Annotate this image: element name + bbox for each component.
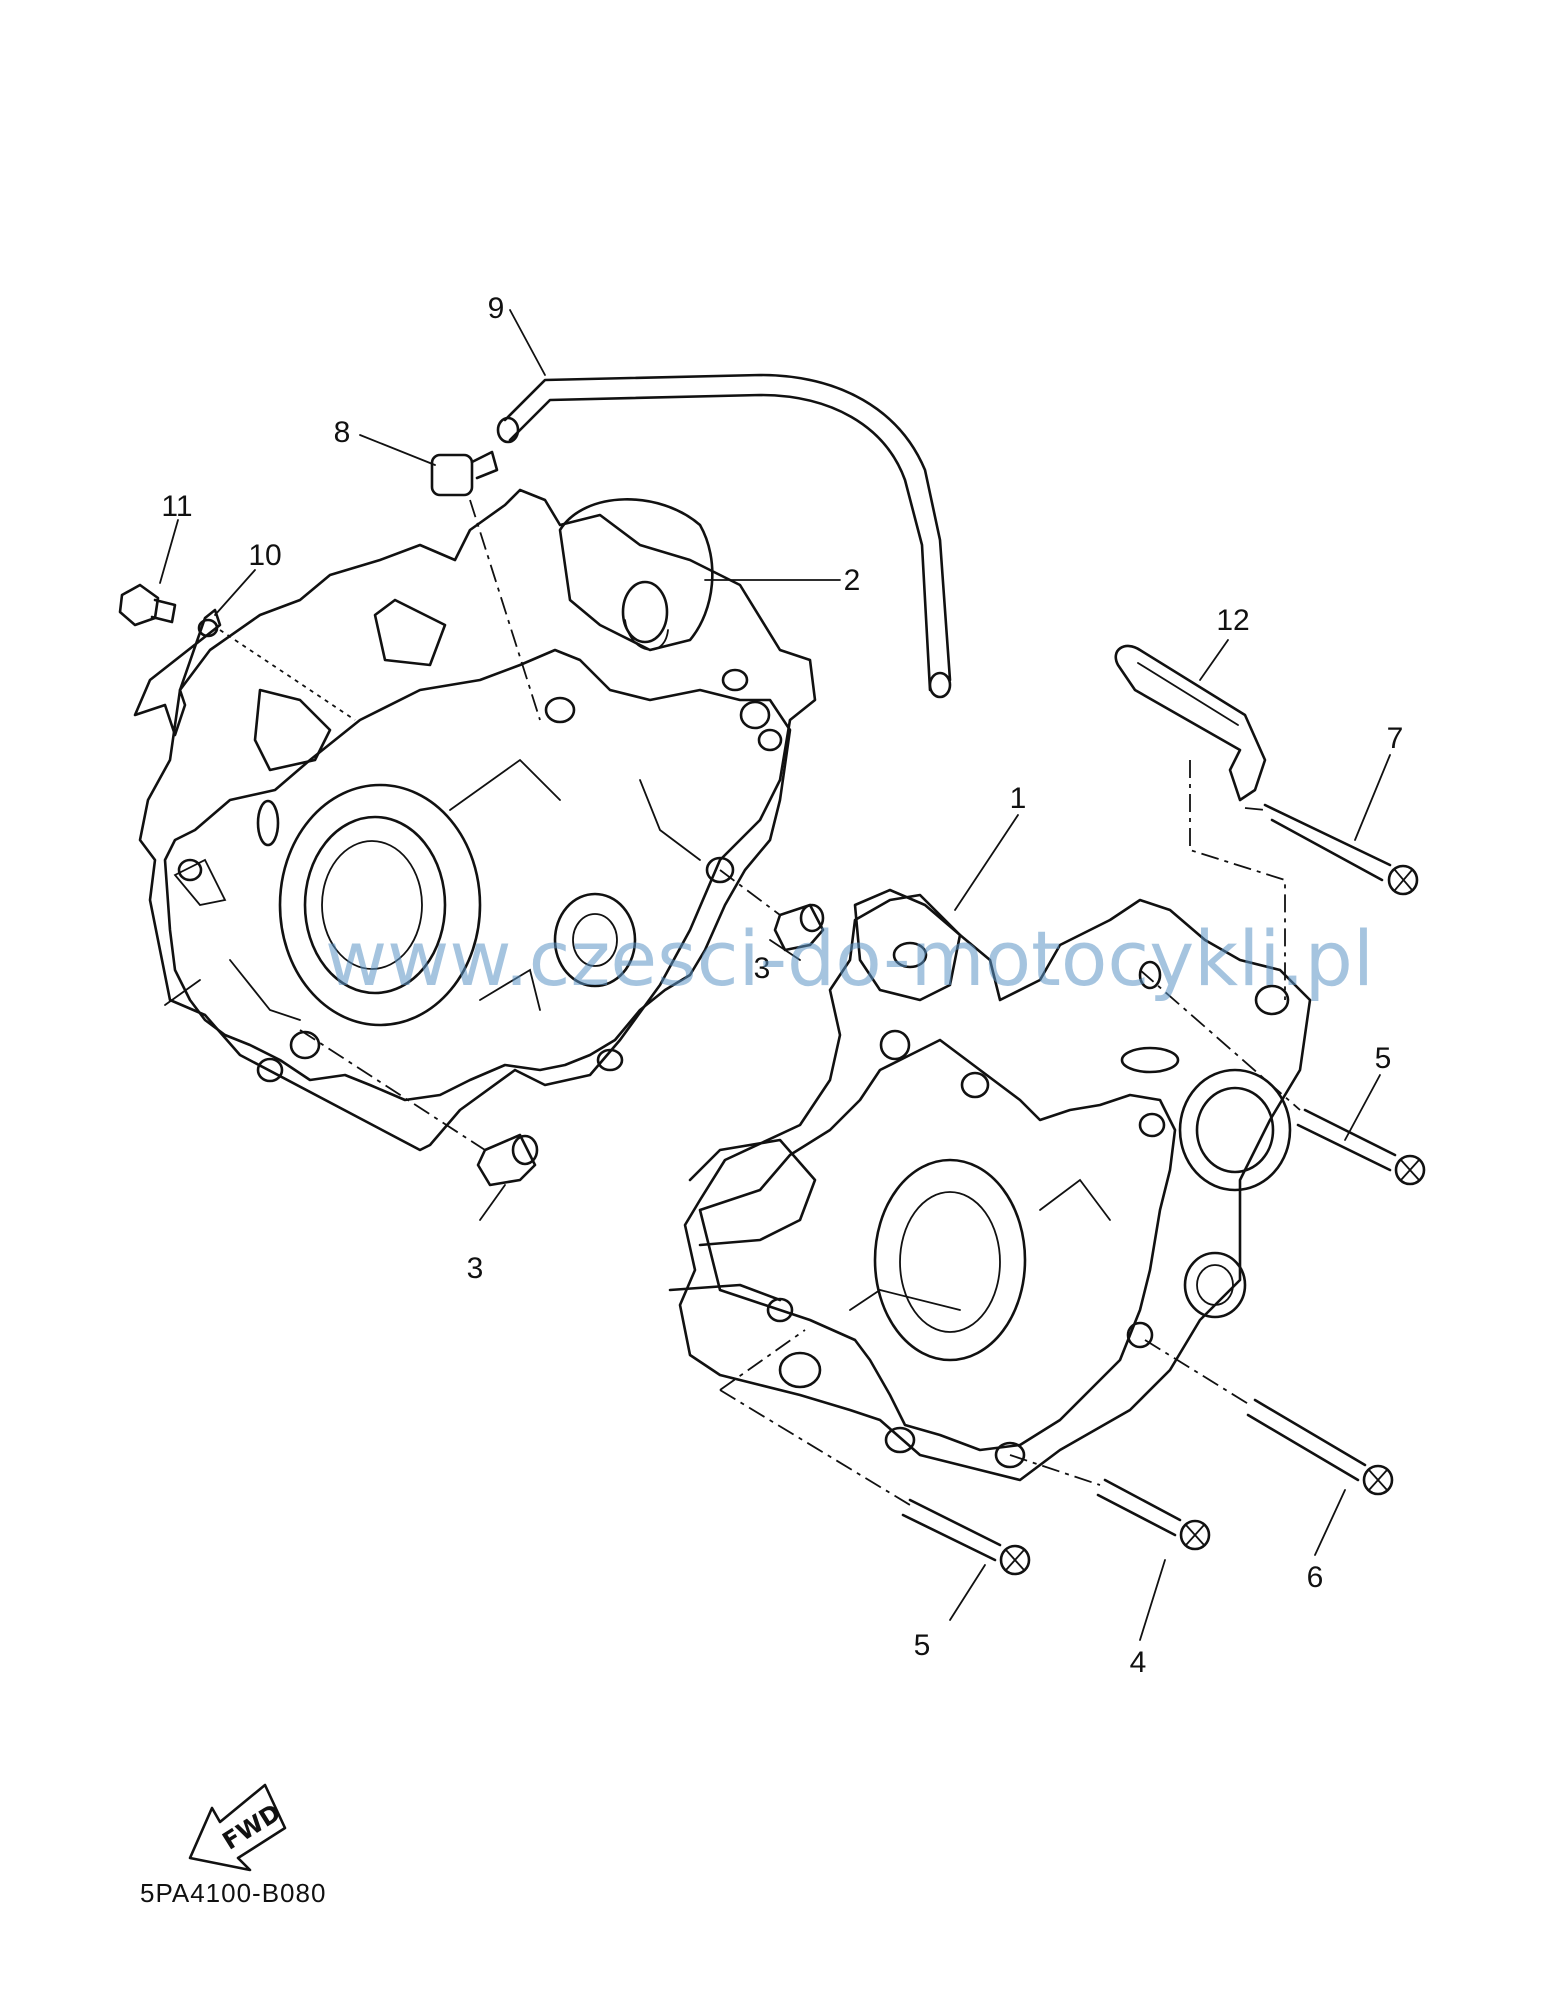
callout-4: 4	[1130, 1646, 1147, 1679]
breather-fitting-part-8	[430, 450, 499, 497]
callout-9: 9	[488, 292, 505, 325]
callout-11: 11	[161, 490, 192, 523]
callout-2: 2	[844, 564, 861, 597]
bolt-part-6	[1246, 1398, 1394, 1496]
bolt-part-11	[118, 583, 177, 627]
callout-12: 12	[1216, 604, 1249, 637]
callout-10: 10	[248, 539, 281, 572]
callout-3-lower: 3	[467, 1252, 484, 1285]
bolt-part-5-upper	[1296, 1108, 1426, 1186]
fwd-label: FWD	[218, 1798, 286, 1855]
right-crankcase-half	[668, 888, 1312, 1482]
leader-lines	[159, 309, 1391, 1641]
left-crankcase-half	[138, 488, 817, 1152]
callout-8: 8	[334, 416, 351, 449]
dowel-part-3-upper	[773, 903, 825, 952]
callout-3-upper: 3	[754, 952, 771, 985]
callout-6: 6	[1307, 1561, 1324, 1594]
bolt-part-7	[1263, 803, 1419, 896]
callout-5-upper: 5	[1375, 1042, 1392, 1075]
bolt-part-4	[1096, 1478, 1211, 1551]
callout-5-lower: 5	[914, 1629, 931, 1662]
fwd-arrow-icon: FWD	[188, 1783, 287, 1872]
watermark: www.czesci-do-motocykli.pl	[325, 914, 1374, 1003]
diagram-code: 5PA4100-B080	[140, 1878, 326, 1908]
callout-7: 7	[1387, 722, 1404, 755]
bolt-part-5-lower	[901, 1498, 1031, 1576]
callout-1: 1	[1010, 782, 1027, 815]
guide-part-12	[1114, 644, 1267, 802]
plate-part-10	[133, 608, 222, 737]
breather-hose-part-9	[496, 373, 952, 699]
dowel-part-3-lower	[476, 1133, 539, 1187]
